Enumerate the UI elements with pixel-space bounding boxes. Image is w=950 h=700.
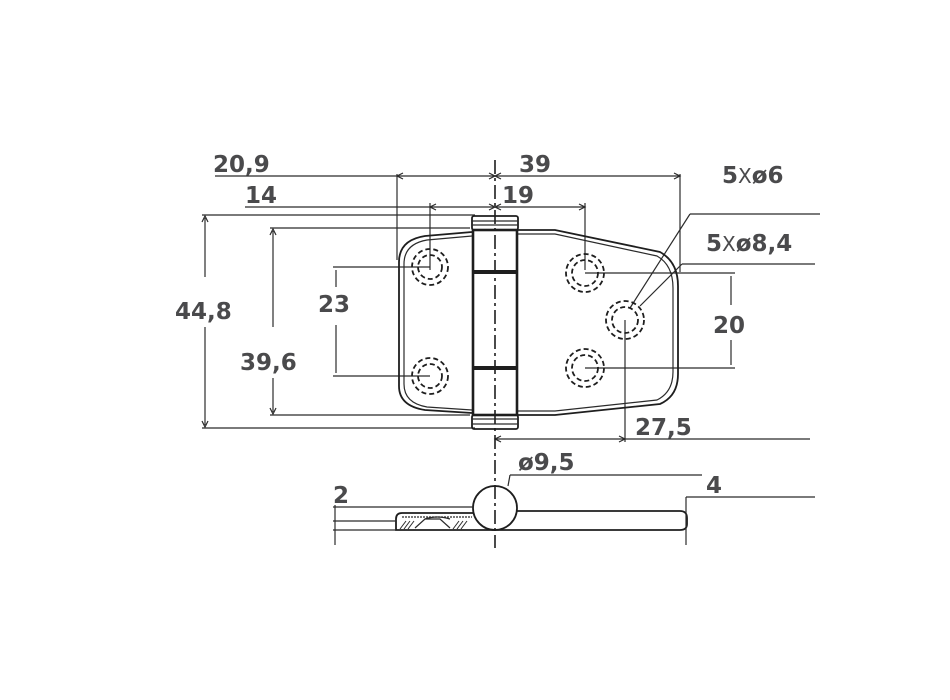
callout-large-count: 5 <box>706 231 722 257</box>
callout-small-count: 5 <box>722 163 738 189</box>
dim-pin-diameter: ø9,5 <box>518 450 575 476</box>
dimension-labels: 20,9 14 39 19 44,8 39,6 23 20 27,5 ø9,5 … <box>175 152 792 509</box>
hole-left-top <box>411 248 449 286</box>
callout-small-dia: ø6 <box>752 163 784 189</box>
callout-small-holes: 5Xø6 <box>722 163 784 189</box>
dim-20: 20 <box>713 313 745 339</box>
callout-large-x: X <box>722 232 736 256</box>
dim-19: 19 <box>502 183 534 209</box>
dim-39-6: 39,6 <box>240 350 297 376</box>
dim-14: 14 <box>245 183 277 209</box>
hole-right-bottom <box>565 348 605 388</box>
hinge-plan-view <box>398 160 679 548</box>
dim-44-8: 44,8 <box>175 299 232 325</box>
dim-39: 39 <box>519 152 551 178</box>
hole-left-bottom <box>411 357 449 395</box>
left-dimensions <box>201 214 475 429</box>
dim-27-5: 27,5 <box>635 415 692 441</box>
top-dimensions <box>215 172 682 272</box>
dim-2: 2 <box>333 483 349 509</box>
hole-right-top <box>565 253 605 293</box>
hinge-side-view <box>333 474 815 545</box>
dim-23: 23 <box>318 292 350 318</box>
hole-right-center <box>605 300 645 340</box>
callout-large-dia: ø8,4 <box>736 231 793 257</box>
callout-large-holes: 5Xø8,4 <box>706 231 792 257</box>
dim-4: 4 <box>706 473 722 499</box>
dim-20-9: 20,9 <box>213 152 270 178</box>
callout-small-x: X <box>738 164 752 188</box>
